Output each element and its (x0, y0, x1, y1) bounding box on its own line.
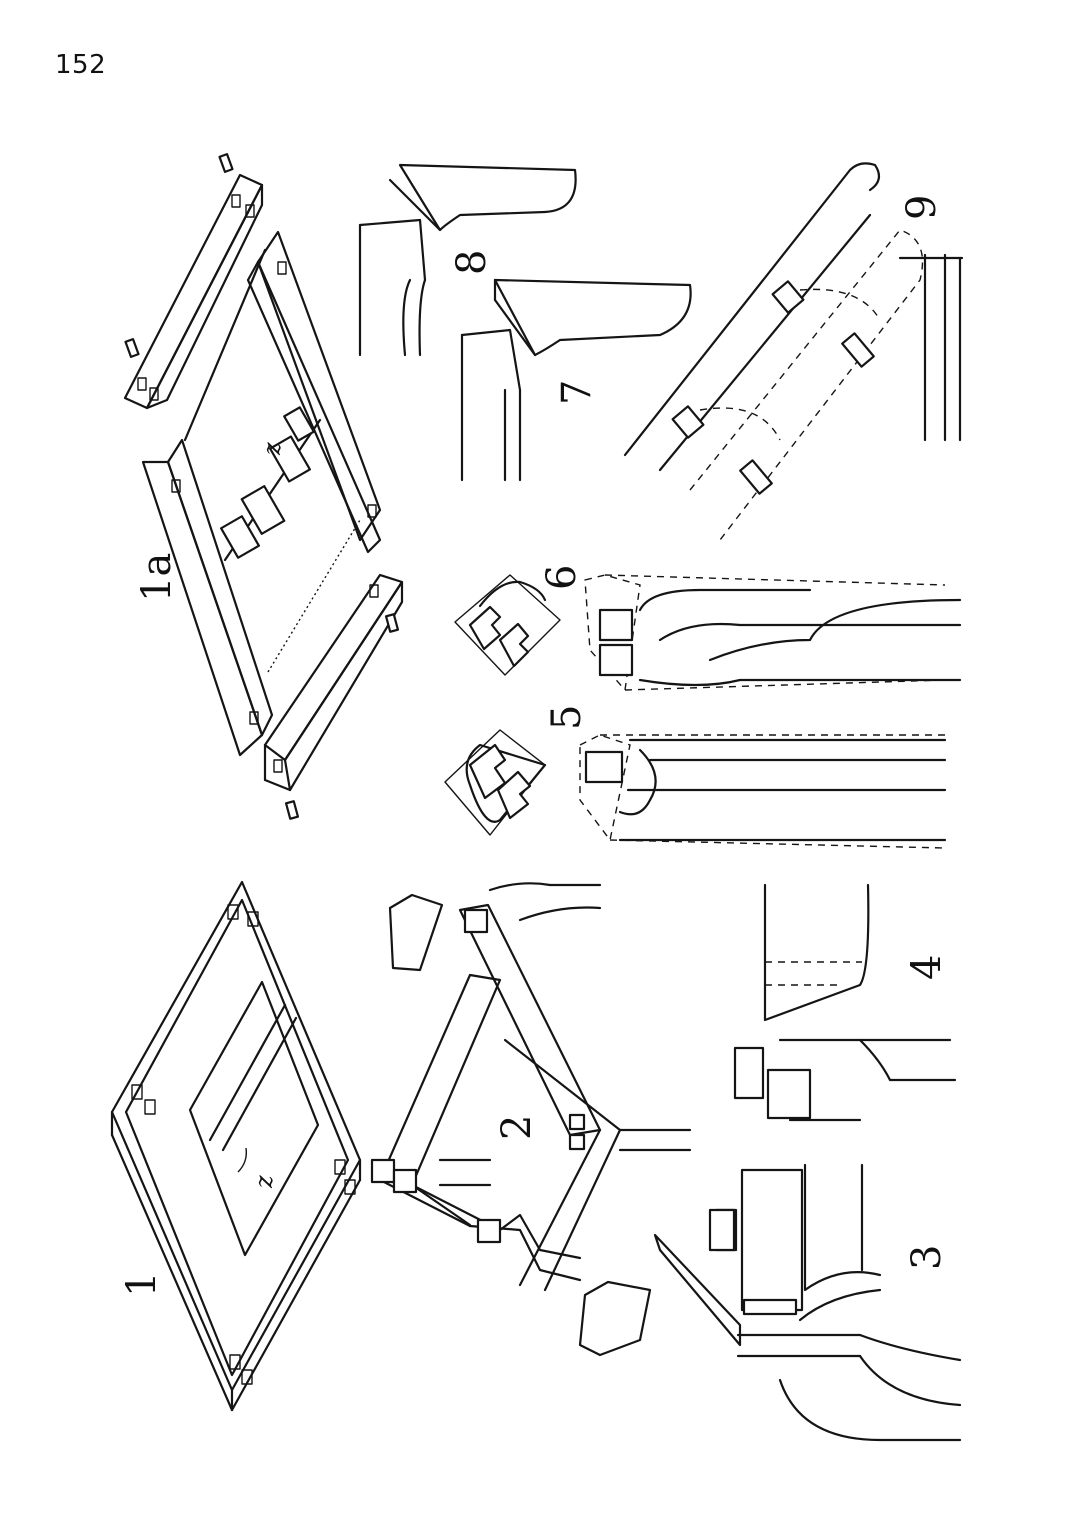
figure-9-leg-joint: 9 (623, 162, 964, 541)
figure-6-label: 6 (539, 565, 585, 590)
figure-2-corner-joint: 2 (370, 882, 692, 1357)
figure-7-label: 7 (554, 380, 600, 405)
figure-8-label: 8 (449, 250, 495, 275)
figure-1-label: 1 (119, 1272, 165, 1297)
figure-1-z-label: z (250, 1175, 278, 1189)
page-number: 152 (55, 50, 107, 80)
figure-1a-label: 1a (134, 553, 180, 602)
figure-5-label: 5 (544, 705, 590, 730)
figure-4-joint: 4 (733, 883, 957, 1122)
figure-1a-z-label: z (258, 442, 286, 456)
figure-3-joint: 3 (653, 1163, 962, 1442)
figure-1a-exploded-frame: 1a z (123, 153, 404, 820)
figure-7-corner: 7 (460, 278, 692, 482)
figure-3-label: 3 (904, 1245, 950, 1270)
figure-4-label: 4 (904, 955, 950, 980)
figure-1-assembled-frame: 1 z (110, 880, 362, 1412)
figure-9-label: 9 (899, 195, 945, 220)
figure-5-joint: 5 (444, 705, 947, 849)
figure-6-joint: 6 (454, 565, 962, 692)
figure-2-label: 2 (494, 1115, 540, 1140)
figure-8-corner: 8 (358, 163, 577, 357)
